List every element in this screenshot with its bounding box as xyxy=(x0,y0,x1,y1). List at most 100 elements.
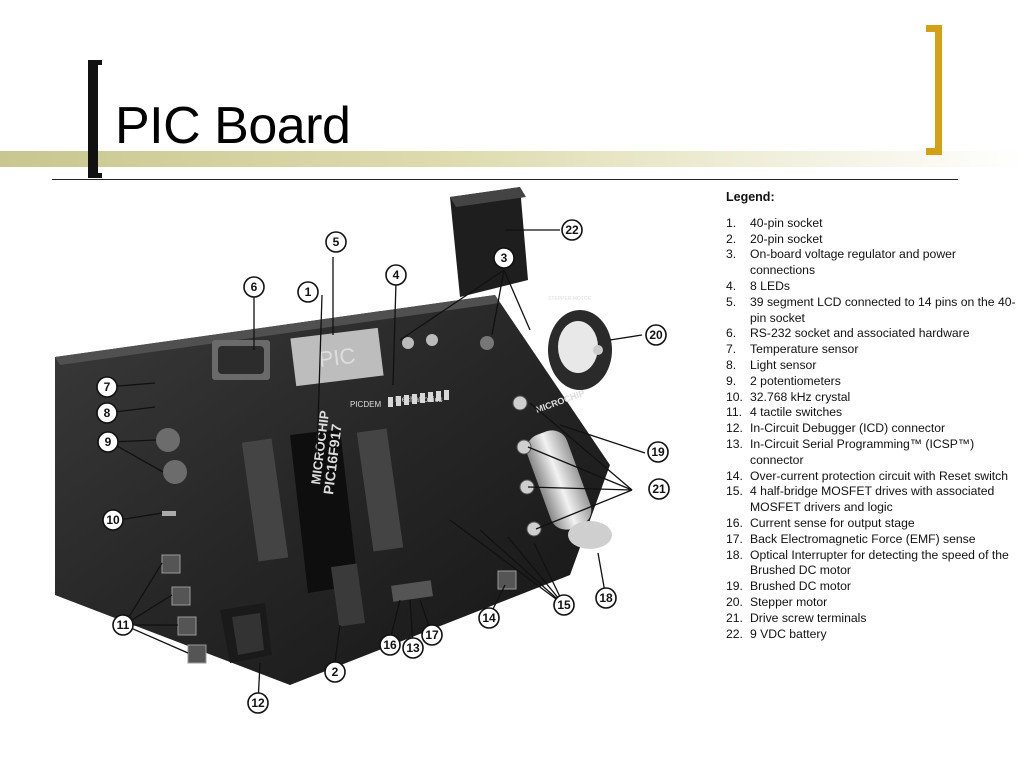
legend-item-text: Temperature sensor xyxy=(750,342,859,357)
legend-title: Legend: xyxy=(726,190,775,204)
svg-text:5: 5 xyxy=(333,235,340,249)
svg-text:17: 17 xyxy=(425,628,439,642)
svg-text:19: 19 xyxy=(651,445,665,459)
legend-item: 15.4 half-bridge MOSFET drives with asso… xyxy=(726,484,1016,516)
legend-item-text: 4 tactile switches xyxy=(750,405,843,420)
legend-item-number: 13. xyxy=(726,436,743,451)
rs232-connector xyxy=(212,340,270,380)
callout-7: 7 xyxy=(96,376,118,398)
battery-9v xyxy=(450,187,528,297)
legend-item-text: Stepper motor xyxy=(750,594,828,609)
led-row xyxy=(388,390,449,407)
legend-item-number: 12. xyxy=(726,421,743,436)
icsp-header xyxy=(391,580,433,602)
svg-text:2: 2 xyxy=(332,665,339,679)
legend-item: 6.RS-232 socket and associated hardware xyxy=(726,326,1016,342)
legend-item-number: 18. xyxy=(726,547,743,562)
legend-item: 11. 4 tactile switches xyxy=(726,405,1016,421)
callout-15: 15 xyxy=(553,594,575,616)
svg-text:20: 20 xyxy=(649,328,663,342)
legend-item-number: 19. xyxy=(726,579,743,594)
callout-19: 19 xyxy=(647,441,669,463)
potentiometer-2 xyxy=(163,460,187,484)
legend-item: 21.Drive screw terminals xyxy=(726,611,1016,627)
svg-text:14: 14 xyxy=(482,611,496,625)
legend-item-number: 3. xyxy=(726,247,737,262)
stepper-motor-label: STEPPER MOTOR xyxy=(548,296,592,302)
left-bracket-decoration xyxy=(88,60,102,178)
svg-text:6: 6 xyxy=(251,280,258,294)
legend-item-number: 9. xyxy=(726,373,737,388)
slide-title: PIC Board xyxy=(115,97,351,155)
svg-text:21: 21 xyxy=(652,482,666,496)
icd-connector xyxy=(220,603,272,663)
svg-text:9: 9 xyxy=(105,435,112,449)
callout-13: 13 xyxy=(402,637,424,659)
callout-6: 6 xyxy=(243,276,265,298)
legend-item: 4.8 LEDs xyxy=(726,279,1016,295)
legend-item-number: 10. xyxy=(726,389,743,404)
svg-text:10: 10 xyxy=(106,513,120,527)
callout-18: 18 xyxy=(595,587,617,609)
legend-item: 13. In-Circuit Serial Programming™ (ICSP™… xyxy=(726,437,1016,469)
callout-20: 20 xyxy=(645,324,667,346)
lcd-display: PIC xyxy=(290,327,384,387)
legend-item: 3.On-board voltage regulator and power c… xyxy=(726,247,1016,279)
crystal xyxy=(162,511,176,516)
board-name-suffix-label: Mechatronics xyxy=(395,395,443,404)
legend-item-number: 2. xyxy=(726,231,737,246)
legend-item-number: 7. xyxy=(726,342,737,357)
legend-item-number: 6. xyxy=(726,326,737,341)
title-accent-band xyxy=(0,151,1024,167)
drive-screw-terminals xyxy=(512,395,542,537)
legend-item-number: 16. xyxy=(726,515,743,530)
legend-item-text: Optical Interrupter for detecting the sp… xyxy=(750,547,1009,578)
legend-item-text: In-Circuit Serial Programming™ (ICSP™) c… xyxy=(750,436,975,467)
callout-17: 17 xyxy=(421,624,443,646)
svg-text:18: 18 xyxy=(599,591,613,605)
legend-item: 9.2 potentiometers xyxy=(726,374,1016,390)
legend-item-text: Back Electromagnetic Force (EMF) sense xyxy=(750,531,976,546)
svg-text:3: 3 xyxy=(501,251,508,265)
legend-item: 18. Optical Interrupter for detecting the… xyxy=(726,548,1016,580)
legend-item-text: In-Circuit Debugger (ICD) connector xyxy=(750,421,946,436)
legend-item-text: 20-pin socket xyxy=(750,231,823,246)
legend-item: 12. In-Circuit Debugger (ICD) connector xyxy=(726,421,1016,437)
legend-item-number: 14. xyxy=(726,468,743,483)
lcd-text: PIC xyxy=(317,343,357,372)
callout-10: 10 xyxy=(102,509,124,531)
stepper-motor xyxy=(548,310,612,390)
legend-item: 19.Brushed DC motor xyxy=(726,579,1016,595)
callout-22: 22 xyxy=(561,219,583,241)
svg-text:22: 22 xyxy=(565,223,579,237)
pic-board-photo: PIC PICDEM Mechatronics MICROCHIP PIC16F… xyxy=(55,187,670,714)
legend-item-text: 40-pin socket xyxy=(750,215,823,230)
legend-item-text: Light sensor xyxy=(750,357,817,372)
legend-item-text: 9 VDC battery xyxy=(750,626,827,641)
legend-item-number: 21. xyxy=(726,610,743,625)
svg-text:4: 4 xyxy=(393,268,400,282)
legend-item-text: Current sense for output stage xyxy=(750,515,915,530)
legend-item-number: 1. xyxy=(726,215,737,230)
callout-14: 14 xyxy=(478,607,500,629)
legend-item: 1. 40-pin socket xyxy=(726,216,1016,232)
callout-21: 21 xyxy=(648,478,670,500)
legend-item: 8.Light sensor xyxy=(726,358,1016,374)
legend-item-number: 11. xyxy=(726,405,743,420)
callout-8: 8 xyxy=(96,402,118,424)
legend-item: 7. Temperature sensor xyxy=(726,342,1016,358)
callout-16: 16 xyxy=(379,634,401,656)
svg-text:8: 8 xyxy=(104,406,111,420)
svg-text:12: 12 xyxy=(251,696,265,710)
callout-4: 4 xyxy=(385,264,407,286)
svg-text:16: 16 xyxy=(383,638,397,652)
legend-item: 17.Back Electromagnetic Force (EMF) sens… xyxy=(726,532,1016,548)
legend-item-number: 22. xyxy=(726,626,743,641)
legend-item: 5.39 segment LCD connected to 14 pins on… xyxy=(726,295,1016,327)
brushed-dc-motor xyxy=(526,430,612,549)
legend-item: 2. 20-pin socket xyxy=(726,232,1016,248)
board-name-label: PICDEM xyxy=(350,400,381,409)
legend-item-text: Over-current protection circuit with Res… xyxy=(750,468,1009,483)
